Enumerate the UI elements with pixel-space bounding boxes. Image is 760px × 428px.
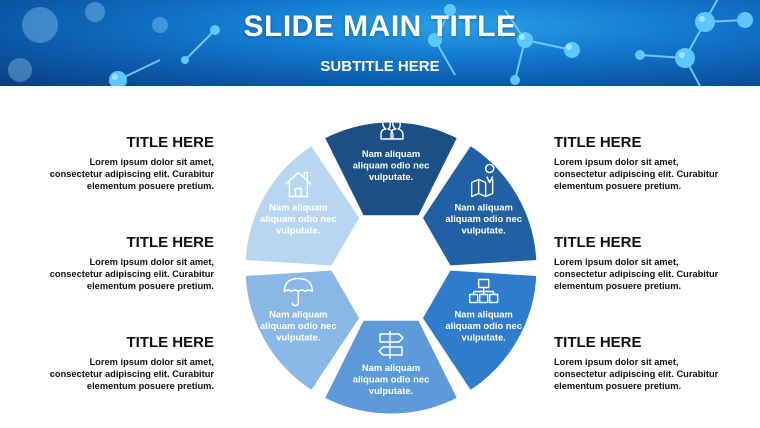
segment-label-line: Nam aliquam — [362, 148, 420, 159]
block-title: TITLE HERE — [126, 334, 214, 351]
block-body: Lorem ipsum dolor sit amet,consectetur a… — [49, 157, 214, 192]
map-pin-icon — [470, 163, 495, 198]
segment-label-line: vulputate. — [276, 225, 320, 236]
left-text-block-2: TITLE HERE Lorem ipsum dolor sit amet,co… — [24, 234, 214, 293]
molecule-background — [8, 0, 753, 86]
segment-label-line: aliquam odio nec — [353, 374, 430, 385]
segment-label-line: vulputate. — [276, 332, 320, 343]
segment-label-line: vulputate. — [462, 332, 506, 343]
block-title: TITLE HERE — [554, 134, 642, 151]
ring-segment-1 — [319, 117, 463, 221]
segment-label-line: Nam aliquam — [362, 362, 420, 373]
segment-label-line: aliquam odio nec — [445, 320, 522, 331]
users-icon — [380, 118, 404, 140]
segment-label-line: Nam aliquam — [269, 202, 327, 213]
ring-segment-4 — [319, 315, 463, 419]
ring-segment-2 — [417, 140, 542, 271]
right-text-block-2: TITLE HERE Lorem ipsum dolor sit amet,co… — [554, 234, 744, 293]
block-title: TITLE HERE — [554, 334, 642, 351]
left-text-block-3: TITLE HERE Lorem ipsum dolor sit amet,co… — [24, 334, 214, 393]
ring-segment-6 — [240, 140, 365, 271]
block-title: TITLE HERE — [126, 134, 214, 151]
signpost-icon — [378, 331, 404, 359]
ring-segment-3 — [417, 265, 542, 396]
segment-label-line: Nam aliquam — [454, 202, 512, 213]
block-body: Lorem ipsum dolor sit amet,consectetur a… — [554, 357, 719, 392]
left-text-block-1: TITLE HERE Lorem ipsum dolor sit amet,co… — [24, 134, 214, 193]
slide-subtitle: SUBTITLE HERE — [320, 58, 440, 75]
segment-label-line: vulputate. — [369, 385, 413, 396]
block-body: Lorem ipsum dolor sit amet,consectetur a… — [554, 157, 719, 192]
block-title: TITLE HERE — [554, 234, 642, 251]
block-body: Lorem ipsum dolor sit amet,consectetur a… — [49, 257, 214, 292]
flowchart-icon — [468, 278, 499, 304]
ring-segment-5 — [240, 265, 365, 396]
segment-label-line: aliquam odio nec — [260, 320, 337, 331]
block-title: TITLE HERE — [126, 234, 214, 251]
block-body: Lorem ipsum dolor sit amet,consectetur a… — [554, 257, 719, 292]
block-body: Lorem ipsum dolor sit amet,consectetur a… — [49, 357, 214, 392]
home-icon — [284, 171, 312, 198]
segment-label-line: Nam aliquam — [454, 309, 512, 320]
segment-label-line: Nam aliquam — [269, 309, 327, 320]
header-banner: SLIDE MAIN TITLE SUBTITLE HERE — [0, 0, 760, 86]
segment-label-line: vulputate. — [462, 225, 506, 236]
slide-main-title: SLIDE MAIN TITLE — [243, 10, 517, 43]
right-text-block-1: TITLE HERE Lorem ipsum dolor sit amet,co… — [554, 134, 744, 193]
segment-label-line: vulputate. — [369, 171, 413, 182]
segment-label-line: aliquam odio nec — [445, 213, 522, 224]
right-text-block-3: TITLE HERE Lorem ipsum dolor sit amet,co… — [554, 334, 744, 393]
umbrella-icon — [283, 277, 314, 307]
segment-label-line: aliquam odio nec — [260, 213, 337, 224]
segment-label-line: aliquam odio nec — [353, 160, 430, 171]
